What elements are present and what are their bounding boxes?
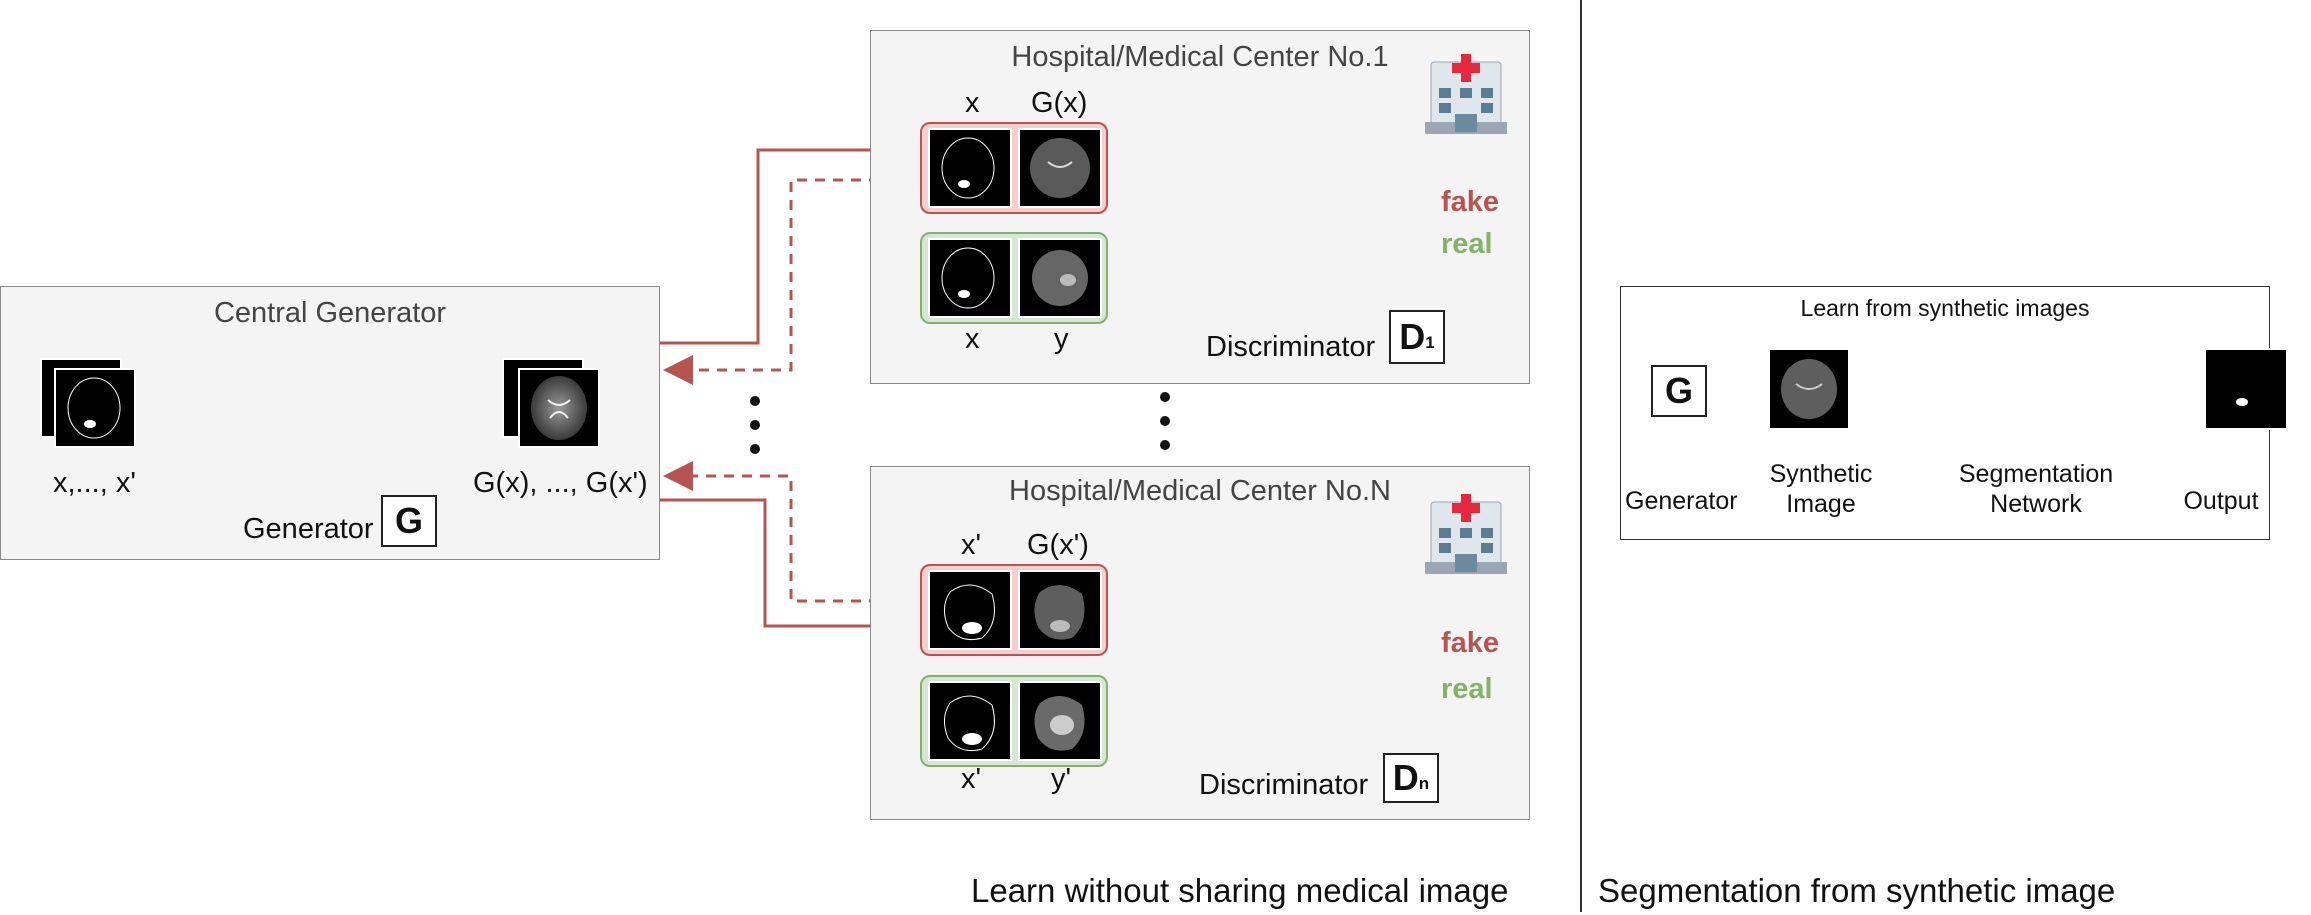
discriminator-badge-index: 1 bbox=[1425, 333, 1435, 352]
arrow-generator-to-centerN bbox=[660, 498, 921, 641]
central-generator-title: Central Generator bbox=[213, 297, 447, 329]
discriminator-label: Discriminator bbox=[1206, 331, 1376, 363]
discriminator-label: Discriminator bbox=[1199, 769, 1369, 801]
output-synthetic-image bbox=[518, 368, 600, 448]
input-label: x,..., x' bbox=[53, 467, 136, 499]
ellipsis-dot bbox=[750, 444, 760, 454]
ellipsis-dot bbox=[1160, 416, 1170, 426]
mask-image-x-real bbox=[928, 238, 1012, 318]
col-label-x: x bbox=[965, 87, 980, 119]
discriminator-badge-letter: D bbox=[1392, 757, 1419, 798]
medical-center-n-title: Hospital/Medical Center No.N bbox=[1009, 475, 1391, 507]
fake-label: fake bbox=[1441, 186, 1500, 218]
mask-image-x-prime bbox=[928, 570, 1012, 650]
output-label: G(x), ..., G(x') bbox=[473, 467, 648, 499]
real-label: real bbox=[1441, 673, 1493, 705]
ellipsis-dot bbox=[750, 396, 760, 406]
medical-center-1-title: Hospital/Medical Center No.1 bbox=[1011, 41, 1389, 73]
real-image-y-prime bbox=[1018, 681, 1102, 761]
segmentation-box: Learn from synthetic images G Generator … bbox=[1620, 286, 2270, 540]
col-label-x-prime: x' bbox=[961, 529, 982, 561]
synthetic-image-gx-prime bbox=[1018, 570, 1102, 650]
discriminator-badge-index: n bbox=[1418, 774, 1430, 793]
mask-image-x bbox=[928, 128, 1012, 208]
generator-label: Generator bbox=[243, 513, 374, 545]
col-label-gx: G(x) bbox=[1031, 87, 1088, 119]
generator-badge: G bbox=[381, 495, 437, 547]
row-label-x-prime: x' bbox=[961, 763, 982, 795]
segmentation-title: Learn from synthetic images bbox=[1800, 295, 2090, 321]
synthetic-image-label: Synthetic Image bbox=[1769, 460, 1873, 518]
row-label-y-prime: y' bbox=[1051, 763, 1072, 795]
real-image-y bbox=[1018, 238, 1102, 318]
discriminator-badge: Dn bbox=[1383, 753, 1439, 803]
fake-label: fake bbox=[1441, 627, 1500, 659]
generator-label: Generator bbox=[1625, 487, 1738, 515]
row-label-y: y bbox=[1054, 323, 1069, 355]
output-label: Output bbox=[2183, 487, 2259, 515]
discriminator-badge: D1 bbox=[1389, 310, 1445, 364]
synthetic-image-gx bbox=[1018, 128, 1102, 208]
input-mask-image bbox=[54, 368, 136, 448]
ellipsis-dot bbox=[1160, 440, 1170, 450]
real-label: real bbox=[1441, 228, 1493, 260]
caption-left: Learn without sharing medical image bbox=[971, 872, 1509, 909]
ellipsis-dot bbox=[750, 420, 760, 430]
synthetic-image bbox=[1768, 348, 1850, 430]
generator-badge: G bbox=[1651, 365, 1707, 417]
col-label-gx-prime: G(x') bbox=[1027, 529, 1089, 561]
arrow-centerN-to-generator bbox=[663, 461, 915, 603]
mask-image-x-prime-real bbox=[928, 681, 1012, 761]
segmentation-network-label: Segmentation Network bbox=[1958, 460, 2114, 518]
discriminator-badge-letter: D bbox=[1399, 316, 1426, 357]
arrow-center1-to-generator bbox=[663, 178, 915, 385]
caption-right: Segmentation from synthetic image bbox=[1598, 872, 2116, 909]
arrow-generator-to-center1 bbox=[660, 135, 921, 345]
row-label-x: x bbox=[965, 323, 980, 355]
segmentation-output-image bbox=[2204, 348, 2288, 430]
ellipsis-dot bbox=[1160, 392, 1170, 402]
